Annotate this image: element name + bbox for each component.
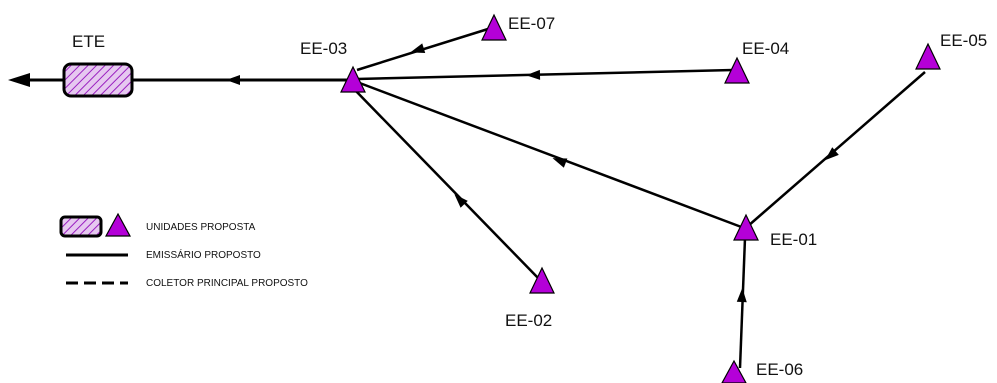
- pipe-ee04-ee03: [356, 68, 734, 81]
- arrow-ee06: [736, 288, 747, 303]
- legend-units-label: UNIDADES PROPOSTA: [146, 222, 256, 233]
- legend-station-swatch: [104, 212, 132, 237]
- pipe-ee01-ee03: [356, 80, 745, 230]
- arrow-ee02: [454, 194, 468, 208]
- station-ee01: [733, 213, 759, 241]
- legend-emissario-label: EMISSÁRIO PROPOSTO: [146, 248, 261, 261]
- ee05-label: EE-05: [940, 31, 987, 50]
- ete-unit: [62, 62, 134, 98]
- arrow-ee04: [526, 69, 541, 80]
- pipe-ee05-ee01: [747, 71, 926, 227]
- arrow-ee03-ete: [226, 75, 240, 85]
- ee01-label: EE-01: [770, 230, 817, 249]
- flow-arrows: [8, 43, 839, 303]
- station-ee05: [915, 42, 941, 70]
- ete-label: ETE: [72, 32, 105, 51]
- ee07-label: EE-07: [508, 14, 555, 33]
- station-ee02: [529, 266, 555, 294]
- ee03-label: EE-03: [300, 39, 347, 58]
- ee04-label: EE-04: [742, 39, 789, 58]
- ee02-label: EE-02: [505, 311, 552, 330]
- arrow-ee01: [552, 158, 568, 168]
- arrow-ete-outlet: [8, 73, 30, 87]
- legend: UNIDADES PROPOSTA EMISSÁRIO PROPOSTO COL…: [59, 212, 308, 289]
- pipe-ee02-ee03: [352, 87, 541, 281]
- station-ee07: [481, 13, 507, 41]
- arrow-ee05: [824, 147, 839, 161]
- station-ee04: [724, 56, 750, 84]
- legend-ete-swatch: [59, 215, 103, 238]
- ee06-label: EE-06: [756, 360, 803, 379]
- pipes: [28, 27, 926, 369]
- station-ee03: [340, 65, 366, 93]
- pipe-ee06-ee01: [738, 237, 747, 369]
- arrow-ee07: [410, 43, 426, 53]
- station-ee06: [721, 359, 747, 383]
- legend-coletor-label: COLETOR PRINCIPAL PROPOSTO: [146, 278, 308, 289]
